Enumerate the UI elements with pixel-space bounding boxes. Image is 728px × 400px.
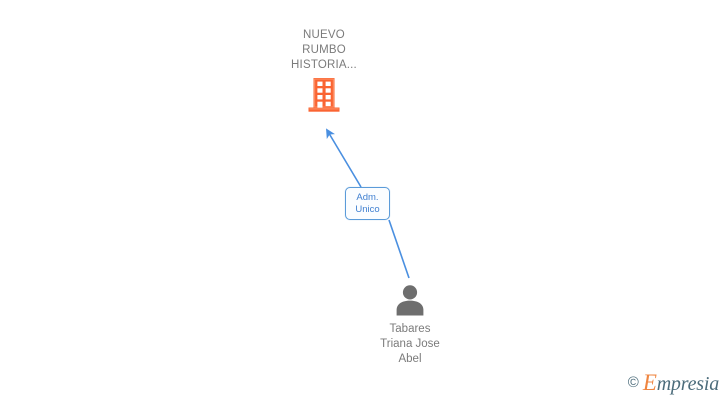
- company-name-label: NUEVO RUMBO HISTORIA...: [291, 29, 357, 71]
- brand-initial: E: [642, 370, 657, 395]
- person-icon: [396, 285, 424, 316]
- building-icon: [308, 78, 340, 112]
- edge-person-to-relation: [388, 219, 410, 279]
- brand-wordmark: Empresia: [643, 371, 719, 394]
- relation-label-text: Adm. Unico: [355, 191, 380, 215]
- copyright-icon: ©: [627, 374, 639, 391]
- company-icon-wrap: [256, 77, 392, 117]
- person-icon-wrap: [352, 284, 468, 318]
- company-node[interactable]: NUEVO RUMBO HISTORIA...: [256, 28, 392, 117]
- relation-label-box[interactable]: Adm. Unico: [345, 187, 390, 220]
- edge-relation-to-company: [326, 128, 362, 188]
- person-node[interactable]: Tabares Triana Jose Abel: [352, 284, 468, 367]
- empresia-watermark: © Empresia: [628, 371, 719, 394]
- person-name-label: Tabares Triana Jose Abel: [380, 323, 440, 365]
- brand-rest: mpresia: [656, 373, 720, 395]
